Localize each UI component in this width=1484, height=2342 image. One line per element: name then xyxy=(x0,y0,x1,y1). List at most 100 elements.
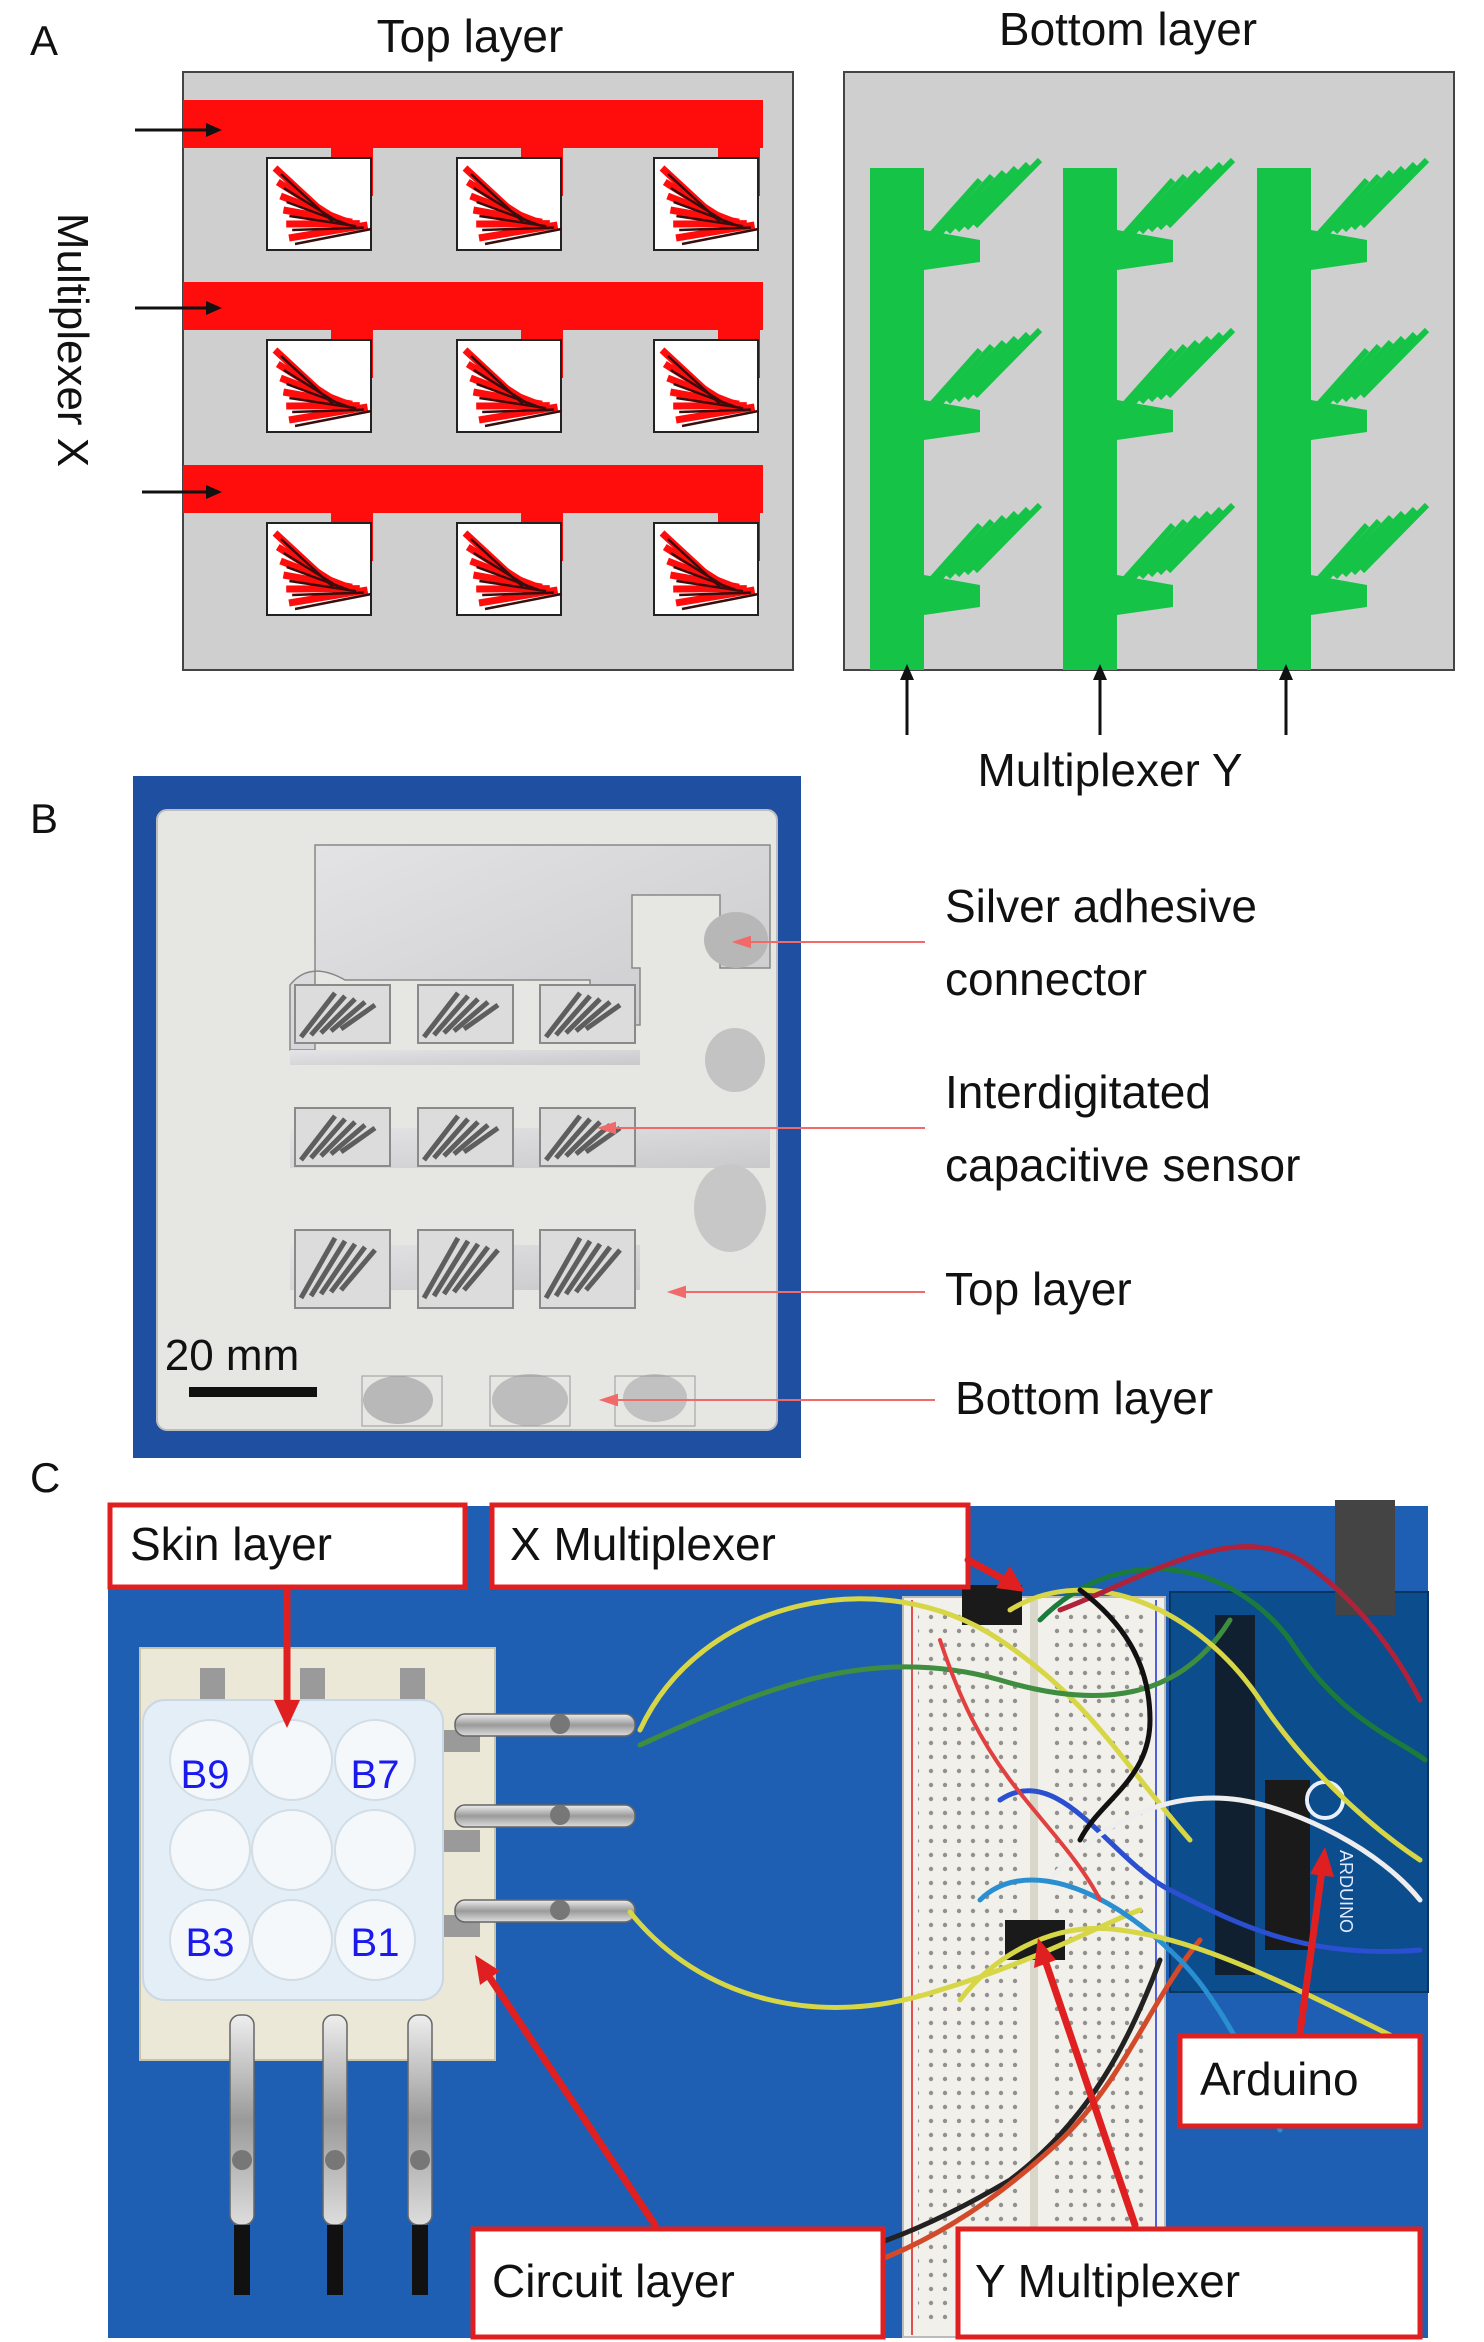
skin-layer-label: Skin layer xyxy=(130,1518,332,1570)
electrode-gap xyxy=(484,227,562,246)
photo-electrode-finger xyxy=(452,1245,490,1294)
scale-bar-label: 20 mm xyxy=(165,1331,299,1380)
callout-silver-adhesive-line1: Silver adhesive xyxy=(945,880,1257,932)
electrode-gap xyxy=(476,200,539,226)
electrode-gap xyxy=(681,409,759,428)
bottom-layer-title: Bottom layer xyxy=(999,3,1257,55)
electrode-gap xyxy=(294,409,372,428)
electrode-gap xyxy=(476,565,539,591)
photo-electrode-finger xyxy=(329,1123,367,1156)
comb-finger xyxy=(1314,178,1370,238)
comb-base xyxy=(924,575,980,615)
panel-letter-b: B xyxy=(30,795,58,842)
comb-finger xyxy=(1332,514,1394,580)
comb-finger xyxy=(963,161,1031,231)
photo-electrode-finger xyxy=(441,1242,481,1296)
comb-finger xyxy=(1359,502,1430,574)
bump-label-b1: B1 xyxy=(351,1921,400,1965)
bump-label-b7: B7 xyxy=(351,1753,400,1797)
comb-base xyxy=(1311,400,1367,440)
comb-base xyxy=(1117,230,1173,270)
electrode-gap xyxy=(292,591,364,597)
photo-electrode-finger xyxy=(299,1114,337,1162)
comb-finger xyxy=(1120,348,1176,408)
electrode-finger xyxy=(472,206,543,226)
comb-finger xyxy=(1323,343,1382,407)
skin-bump xyxy=(251,1899,333,1981)
comb-base xyxy=(1117,575,1173,615)
multiplexer-x-label: Multiplexer X xyxy=(48,213,97,467)
comb-finger xyxy=(1332,169,1394,235)
comb-finger xyxy=(1332,339,1394,405)
comb-finger xyxy=(1165,502,1236,574)
bottom-layer-diagram xyxy=(843,71,1455,671)
electrode-gap xyxy=(289,396,357,410)
bottom-trace-column-3 xyxy=(1257,168,1311,670)
bump-label-b3: B3 xyxy=(186,1921,235,1965)
photo-electrode-finger xyxy=(309,994,347,1037)
x-multiplexer-label: X Multiplexer xyxy=(510,1518,776,1570)
photo-electrode-finger xyxy=(564,1120,602,1158)
photo-electrode-finger xyxy=(543,1236,583,1300)
photo-electrode-finger xyxy=(574,1000,612,1033)
comb-base xyxy=(924,400,980,440)
annotation-arrows xyxy=(274,1556,1334,2229)
panel-b: B 20 mm xyxy=(30,776,1300,1458)
electrode-gap xyxy=(482,408,554,414)
comb-finger xyxy=(936,518,995,582)
electrode-gap xyxy=(286,382,349,408)
multiplexer-x-arrows xyxy=(135,123,222,499)
comb-finger xyxy=(1129,343,1188,407)
photo-electrode-finger xyxy=(584,1002,622,1032)
clip-pivot xyxy=(550,1805,570,1825)
top-trace-row-3 xyxy=(183,465,763,513)
electrode-gap xyxy=(286,565,349,591)
electrode-gap xyxy=(482,591,554,597)
photo-electrode-finger xyxy=(442,997,480,1035)
comb-finger xyxy=(1350,506,1418,576)
comb-finger xyxy=(945,514,1007,580)
alligator-clip-side xyxy=(454,1899,636,1923)
alligator-clip-bottom xyxy=(229,2014,255,2226)
callout-labels: Silver adhesive connector Interdigitated… xyxy=(945,880,1300,1424)
comb-finger xyxy=(927,523,983,583)
electrode-gap xyxy=(679,591,751,597)
photo-electrode-finger xyxy=(309,1117,347,1160)
comb-finger xyxy=(963,506,1031,576)
photo-electrode-finger xyxy=(462,1002,500,1032)
comb-finger xyxy=(1147,165,1212,233)
electrode-gap xyxy=(482,226,554,232)
photo-electrode-finger xyxy=(574,1245,612,1294)
photo-electrode-finger xyxy=(544,991,582,1039)
electrode-finger xyxy=(282,571,353,591)
alligator-clip-bottom xyxy=(407,2014,433,2226)
photo-electrode-finger xyxy=(564,997,602,1035)
comb-finger xyxy=(1156,161,1224,231)
scale-bar: 20 mm xyxy=(165,1331,317,1397)
top-trace-row-2 xyxy=(183,282,763,330)
skin-bump xyxy=(251,1719,333,1801)
electrode-gap xyxy=(679,226,751,232)
electrode-finger xyxy=(472,571,543,591)
skin-bump xyxy=(334,1719,416,1801)
comb-finger xyxy=(1323,173,1382,237)
comb-finger xyxy=(954,510,1019,578)
photo-electrode-finger xyxy=(554,1117,592,1160)
photo-electrode-finger xyxy=(462,1248,500,1292)
comb-finger xyxy=(1350,331,1418,401)
arduino-board-text: ARDUINO xyxy=(1336,1850,1356,1933)
panel-letter-c: C xyxy=(30,1454,60,1501)
photo-electrode-finger xyxy=(432,1117,470,1160)
callout-lines xyxy=(596,935,935,1407)
comb-finger xyxy=(1147,335,1212,403)
electrode-gap xyxy=(292,408,364,414)
photo-electrode-finger xyxy=(298,1236,338,1300)
comb-finger xyxy=(1314,523,1370,583)
comb-finger xyxy=(1120,178,1176,238)
panel-c: C B9 B7 B3 B1 xyxy=(30,1454,1429,2340)
photo-electrode-finger xyxy=(329,1245,367,1294)
electrode-gap xyxy=(681,592,759,611)
clip-lead xyxy=(234,2225,250,2295)
electrode-gap xyxy=(676,579,744,593)
